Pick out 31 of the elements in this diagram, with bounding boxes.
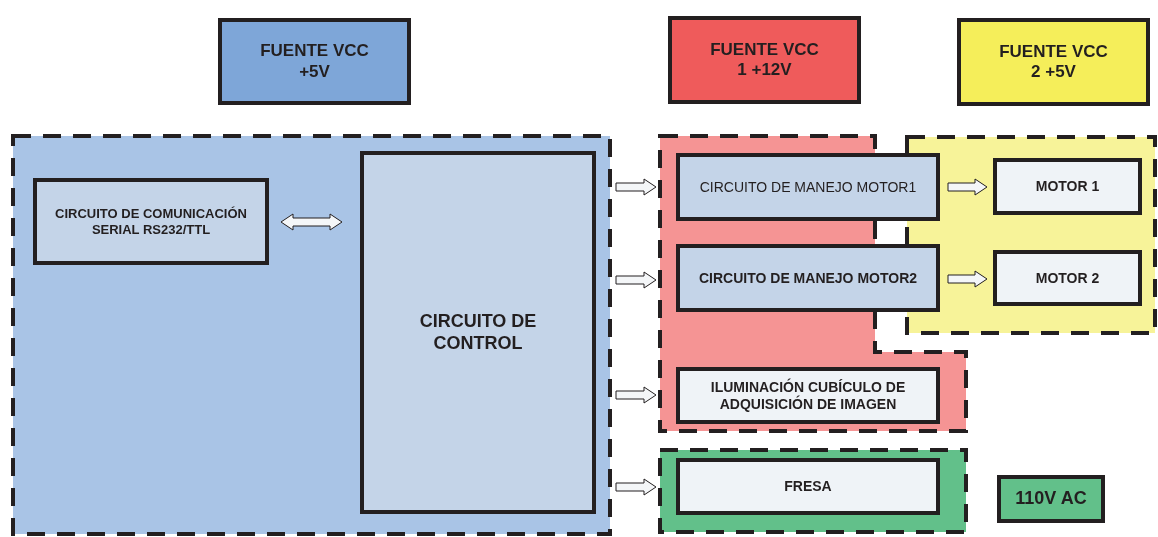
box-label: 110V AC (1014, 488, 1088, 510)
power-supply-box (668, 16, 861, 104)
dashed-region (658, 448, 968, 534)
box-label: FUENTE VCC 2 +5V (998, 41, 1109, 83)
box-label: FUENTE VCC 1 +12V (709, 39, 820, 81)
block-arrow (280, 213, 343, 231)
process-box (33, 178, 269, 265)
power-supply-box (957, 18, 1150, 106)
box-label: CIRCUITO DE COMUNICACIÓN SERIAL RS232/TTL (54, 205, 248, 238)
box-label: FRESA (783, 478, 833, 495)
block-arrow (615, 386, 657, 404)
box-label: CIRCUITO DE MANEJO MOTOR1 (698, 178, 918, 196)
process-box (676, 458, 940, 515)
power-label-box (997, 475, 1105, 523)
process-box (993, 250, 1142, 306)
box-label: MOTOR 1 (1034, 178, 1101, 195)
block-arrow (615, 178, 657, 196)
dashed-region (11, 134, 612, 536)
process-box (676, 367, 940, 424)
box-label: CIRCUITO DE CONTROL (418, 310, 538, 355)
block-arrow (615, 478, 657, 496)
process-box (360, 151, 596, 514)
block-arrow (947, 178, 988, 196)
block-arrow (615, 271, 657, 289)
box-label: CIRCUITO DE MANEJO MOTOR2 (697, 269, 919, 287)
box-label: FUENTE VCC +5V (259, 41, 370, 82)
box-label: ILUMINACIÓN CUBÍCULO DE ADQUISICIÓN DE IMAGEN (709, 378, 907, 413)
process-box (993, 158, 1142, 215)
block-arrow (947, 270, 988, 288)
power-supply-box (218, 18, 411, 105)
box-label: MOTOR 2 (1034, 269, 1101, 287)
